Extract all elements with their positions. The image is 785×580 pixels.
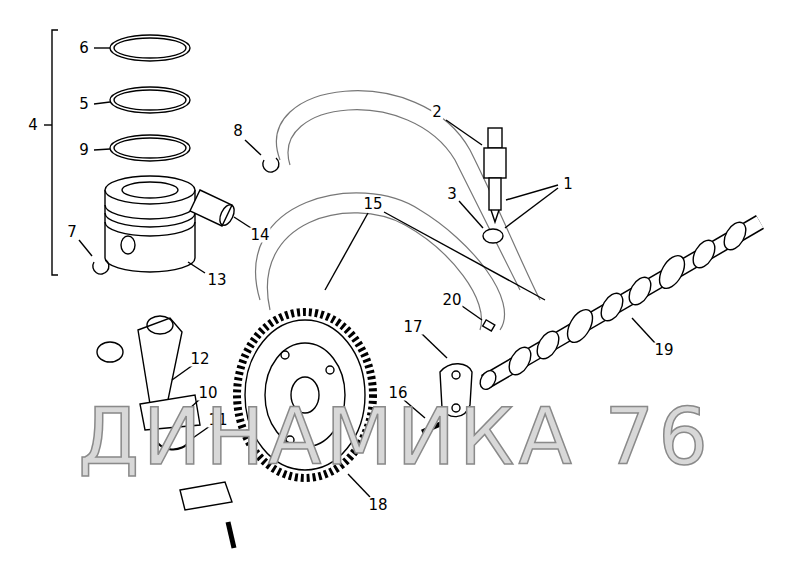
callout-number: 4 (27, 118, 39, 133)
callout-number: 9 (78, 143, 90, 158)
callout-number: 7 (66, 225, 78, 240)
callout-number: 6 (78, 41, 90, 56)
callout-number: 19 (653, 343, 674, 358)
callout-number: 13 (206, 273, 227, 288)
callout-number: 8 (232, 124, 244, 139)
callout-number: 5 (78, 97, 90, 112)
callout-number: 20 (441, 293, 462, 308)
watermark: ДИНАМИКА 76 (78, 398, 712, 476)
callout-number: 15 (362, 197, 383, 212)
callout-number: 2 (431, 105, 443, 120)
callout-number: 18 (367, 498, 388, 513)
callout-number: 1 (562, 177, 574, 192)
callout-number: 17 (402, 320, 423, 335)
callout-number: 3 (446, 187, 458, 202)
callout-number: 12 (189, 352, 210, 367)
callout-number: 14 (249, 228, 270, 243)
